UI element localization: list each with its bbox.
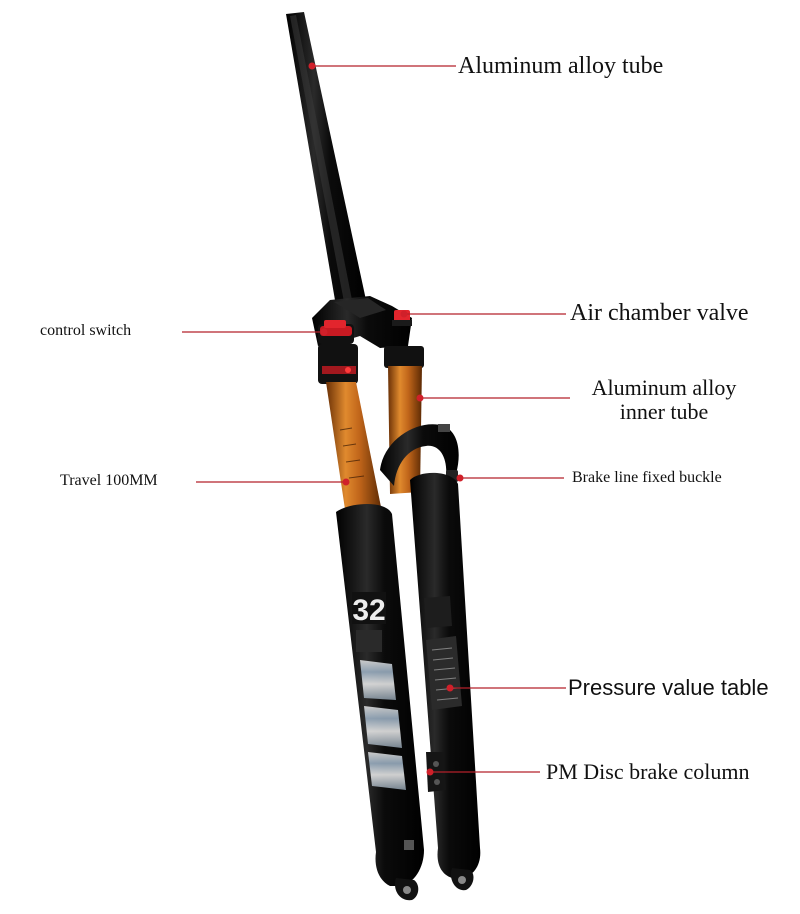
control-switch-knob [318, 320, 354, 344]
travel-dot [342, 478, 350, 486]
label-pressure-value-table: Pressure value table [568, 675, 769, 700]
label-inner-tube: Aluminum alloy inner tube [574, 375, 754, 425]
steerer-tube-dot [308, 62, 316, 70]
left-leg-decal: 32 [352, 592, 414, 850]
pressure-table-dot [446, 684, 454, 692]
label-brake-line-buckle: Brake line fixed buckle [572, 469, 722, 486]
label-air-chamber-valve: Air chamber valve [570, 300, 749, 326]
label-inner-tube-line2: inner tube [619, 399, 709, 425]
brake-buckle-dot [456, 474, 464, 482]
label-travel: Travel 100MM [60, 472, 158, 489]
leader-lines [182, 62, 570, 776]
label-steerer-tube: Aluminum alloy tube [458, 53, 664, 79]
control-switch-dot [320, 328, 328, 336]
fork-arch [380, 424, 459, 486]
label-disc-brake-column: PM Disc brake column [546, 759, 750, 784]
pressure-value-table-sticker [424, 596, 462, 710]
inner-tube-dot [416, 394, 424, 402]
air-valve-dot [400, 310, 408, 318]
left-stanchion [326, 382, 382, 516]
disc-brake-dot [426, 768, 434, 776]
size-decal-text: 32 [352, 594, 385, 627]
label-control-switch: control switch [40, 322, 132, 339]
label-inner-tube-line1: Aluminum alloy [591, 375, 737, 400]
